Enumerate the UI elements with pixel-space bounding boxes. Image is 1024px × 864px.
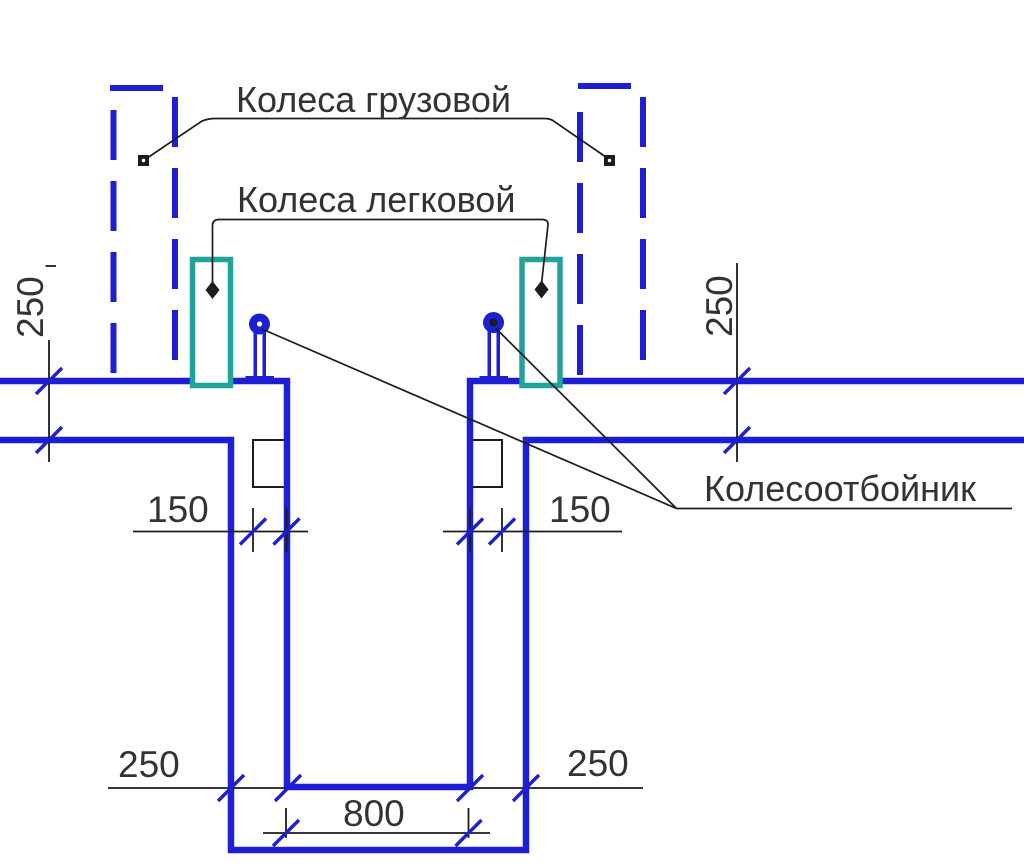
leader-wheel-stop-right <box>494 327 678 510</box>
niche-right <box>469 439 503 488</box>
label-car-wheels: Колеса легковой <box>237 179 515 220</box>
tick <box>272 517 301 546</box>
wheel-stop-right-base <box>479 376 508 384</box>
marker-square-right-dot <box>607 158 612 163</box>
marker-dot-wheel-stop-right <box>489 318 498 327</box>
tick <box>238 517 268 546</box>
tick <box>455 517 485 546</box>
tick <box>511 773 541 803</box>
wheel-stop-right-post2 <box>496 330 500 377</box>
pit-inner-contour <box>0 377 1024 791</box>
label-truck-wheels: Колеса грузовой <box>236 79 511 120</box>
wheel-stop-left-post2 <box>262 332 266 377</box>
tick <box>455 773 485 803</box>
dim-text-wall-right: 250 <box>567 743 629 784</box>
leader-wheel-stop-left <box>261 328 677 510</box>
dim-text-niche-right: 150 <box>549 489 611 530</box>
tick <box>34 425 64 455</box>
tick <box>487 517 517 546</box>
niche-left <box>252 439 288 488</box>
floor-and-pit-outline <box>0 377 1024 854</box>
dim-text-niche-left: 150 <box>147 489 209 530</box>
tick <box>34 366 64 396</box>
dim-text-wall-left: 250 <box>118 744 180 785</box>
dim-text-floor-left: 250 <box>10 276 51 338</box>
marker-diamond-left <box>205 281 220 299</box>
wheel-stop-left-cap-dot <box>256 321 263 327</box>
car-wheel-left <box>189 256 234 389</box>
wheel-stops <box>245 312 508 384</box>
leader-truck-wheels <box>143 117 610 162</box>
tick <box>722 366 752 396</box>
tick <box>271 818 301 848</box>
dim-text-floor-right: 250 <box>699 275 740 337</box>
leader-car-wheels <box>211 218 549 286</box>
marker-diamond-right <box>534 280 549 299</box>
pit-outer-contour <box>0 436 1024 854</box>
tick <box>454 818 483 848</box>
leader-lines <box>143 117 1012 510</box>
car-wheel-rects <box>189 256 563 389</box>
label-wheel-stop: Колесоотбойник <box>704 468 976 509</box>
marker-square-left-dot <box>141 158 146 163</box>
wheel-stop-left-base <box>245 376 274 384</box>
wall-niches <box>252 439 503 488</box>
dimension-ticks <box>34 366 752 848</box>
car-wheel-right <box>519 256 563 389</box>
tick <box>273 773 303 803</box>
dim-text-pit-width: 800 <box>343 793 405 834</box>
tick <box>722 425 752 455</box>
wheel-stop-left-post1 <box>253 332 257 377</box>
drawing-texts: Колеса грузовой Колеса легковой Колесоот… <box>10 79 976 834</box>
wheel-stop-right-post1 <box>487 330 491 377</box>
truck-wheel-outlines <box>110 83 646 378</box>
tick <box>216 773 246 803</box>
